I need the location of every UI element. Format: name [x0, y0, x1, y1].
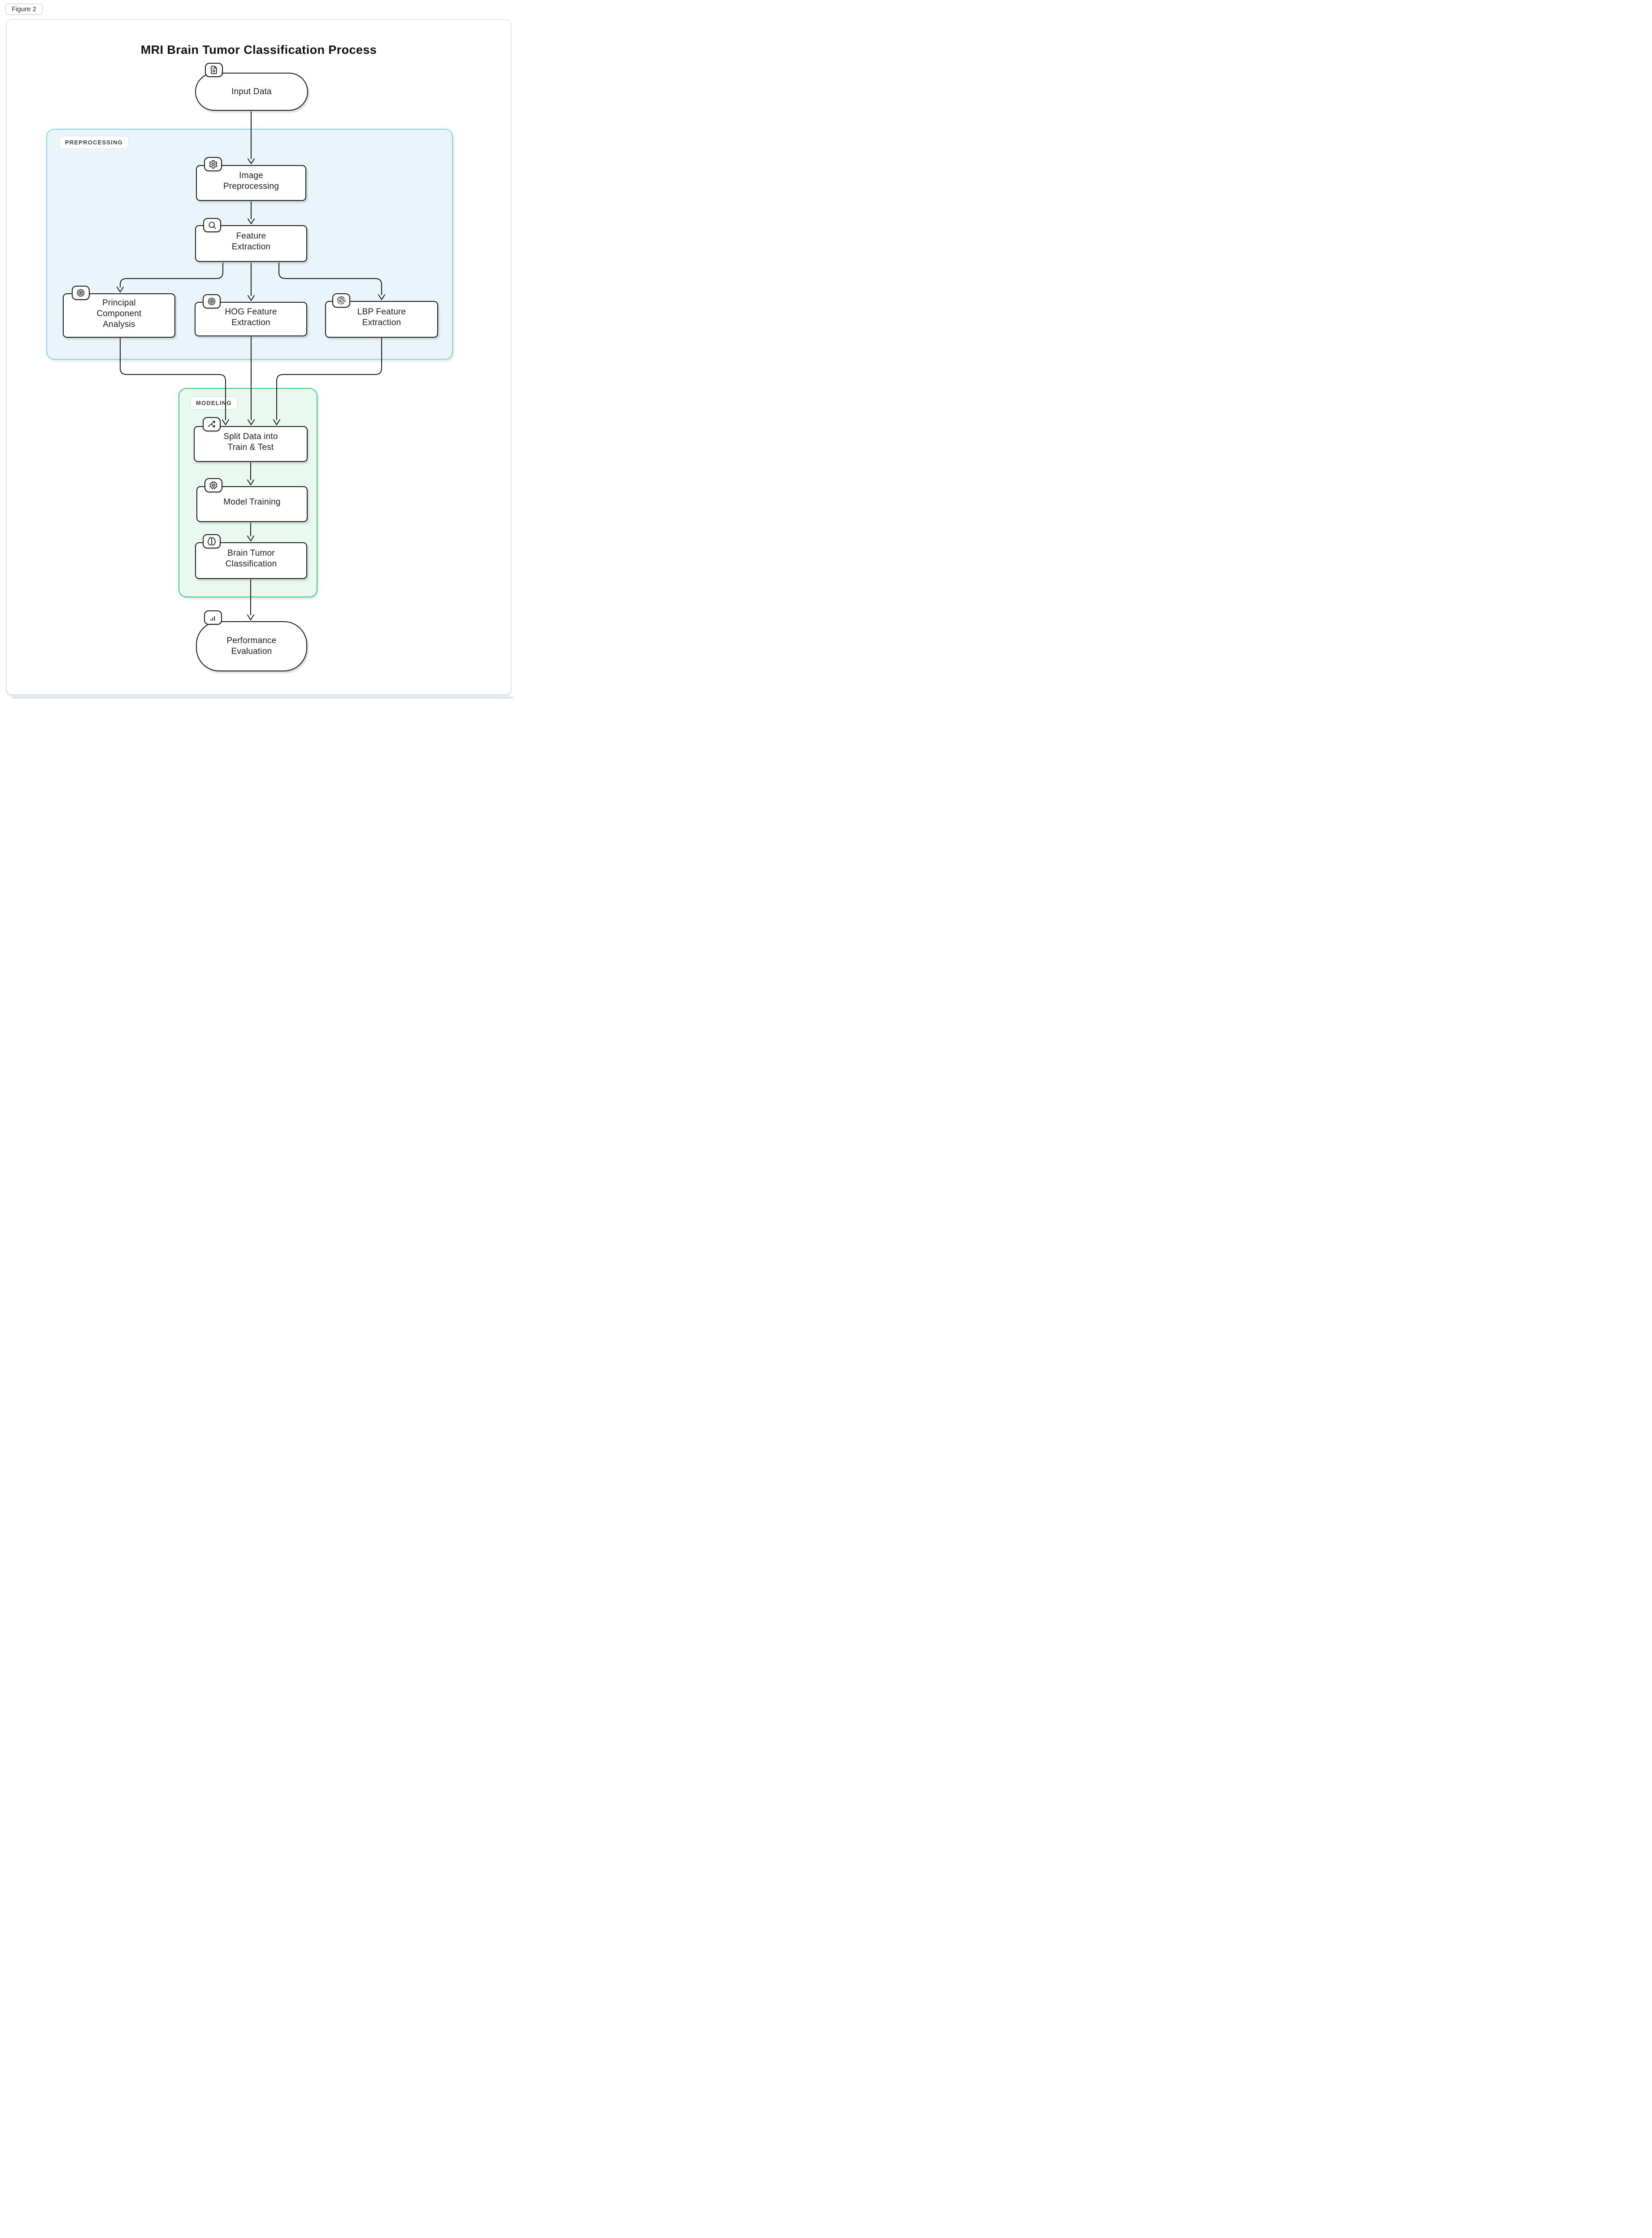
bar-chart-icon — [204, 610, 222, 625]
diagram-title: MRI Brain Tumor Classification Process — [140, 43, 377, 57]
node-split-data: Split Data into Train & Test — [194, 426, 308, 462]
file-text-icon — [205, 63, 223, 77]
node-input-data: Input Data — [195, 73, 308, 111]
cpu-chip-icon — [204, 478, 222, 492]
gear-icon — [204, 157, 222, 171]
preprocessing-section-label: PREPROCESSING — [59, 136, 129, 149]
target-icon — [203, 294, 221, 309]
node-image-preprocessing: Image Preprocessing — [196, 165, 306, 201]
modeling-section-label: MODELING — [190, 396, 238, 409]
search-icon — [203, 218, 221, 232]
figure-badge[interactable]: Figure 2 — [5, 4, 43, 15]
figure-page: Figure 2 MRI Brain Tumor Classification … — [0, 0, 517, 700]
node-performance: Performance Evaluation — [196, 621, 307, 671]
next-card-edge — [11, 697, 514, 699]
shuffle-icon — [203, 417, 221, 431]
fingerprint-icon — [332, 293, 350, 308]
target-icon — [72, 286, 90, 300]
brain-icon — [203, 534, 221, 549]
node-pca: Principal Component Analysis — [63, 293, 175, 338]
